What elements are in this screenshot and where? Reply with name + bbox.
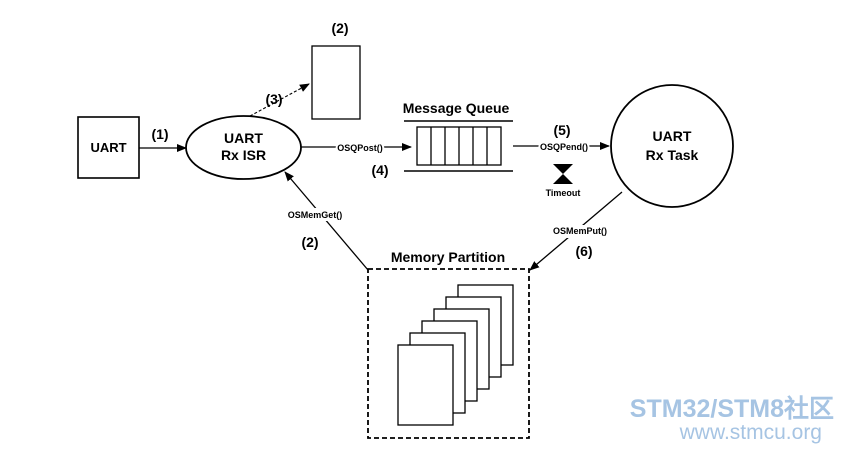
step-1-label: (1) [151, 126, 168, 142]
message-queue [404, 120, 513, 172]
message-buffer-box [311, 45, 361, 120]
hourglass-icon [553, 164, 573, 184]
osqpost-label: OSQPost() [337, 143, 383, 153]
step-6-label: (6) [575, 243, 592, 259]
memory-partition-box [367, 268, 530, 439]
task-label-line1: UART [653, 128, 692, 144]
message-queue-title: Message Queue [403, 100, 510, 116]
osmemget-label: OSMemGet() [288, 210, 343, 220]
watermark-brand: STM32/STM8社区 [630, 394, 834, 423]
uart-device-node: UART [77, 116, 140, 179]
arrow-isr-to-buffer [249, 83, 310, 117]
step-5-label: (5) [553, 122, 570, 138]
step-3-label: (3) [265, 91, 282, 107]
osqpend-label: OSQPend() [540, 142, 588, 152]
isr-label-line2: Rx ISR [221, 147, 266, 163]
memory-partition-title: Memory Partition [391, 249, 505, 265]
uart-rx-isr-node: UART Rx ISR [185, 115, 302, 180]
task-label-line2: Rx Task [646, 147, 699, 163]
step-2-bottom-label: (2) [301, 234, 318, 250]
step-2-top-label: (2) [331, 20, 348, 36]
watermark-url: www.stmcu.org [679, 421, 822, 444]
osmemput-label: OSMemPut() [553, 226, 607, 236]
uart-rx-task-node: UART Rx Task [610, 84, 734, 208]
timeout-label: Timeout [546, 188, 581, 198]
memory-blocks [397, 284, 514, 426]
isr-label-line1: UART [224, 130, 263, 146]
uart-device-label: UART [90, 140, 126, 155]
step-4-label: (4) [371, 162, 388, 178]
watermark: STM32/STM8社区 www.stmcu.org [630, 394, 834, 444]
